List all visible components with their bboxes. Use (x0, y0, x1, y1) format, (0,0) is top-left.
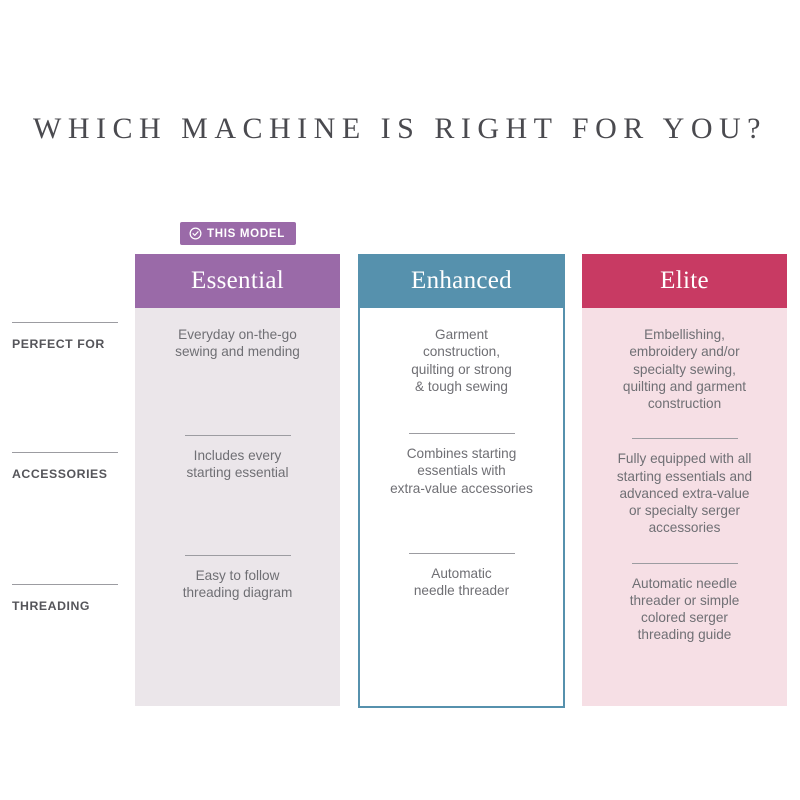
cell-text: Automatic needle threader or simple colo… (629, 575, 740, 643)
cell-essential-perfect-for: Everyday on-the-go sewing and mending (145, 308, 330, 361)
cell-enhanced-perfect-for: Garment construction, quilting or strong… (370, 308, 553, 395)
column-header-elite: Elite (582, 254, 787, 308)
row-label-text: THREADING (12, 599, 91, 613)
cell-text: Includes every starting essential (186, 447, 289, 480)
column-title: Elite (660, 267, 709, 294)
cell-divider (408, 552, 515, 554)
column-header-essential: Essential (135, 254, 340, 308)
cell-text: Embellishing, embroidery and/or specialt… (622, 327, 747, 411)
row-label-divider (12, 452, 118, 453)
cell-divider (184, 434, 291, 436)
cell-elite-perfect-for: Embellishing, embroidery and/or specialt… (592, 308, 777, 412)
cell-divider (408, 433, 515, 434)
cell-text: Automatic needle threader (413, 565, 510, 598)
column-header-enhanced: Enhanced (358, 254, 565, 308)
row-label-rail: PERFECT FOR ACCESSORIES THREADING (0, 254, 135, 706)
cell-text: Garment construction, quilting or strong… (411, 327, 512, 394)
cell-divider (631, 438, 738, 440)
this-model-badge-label: THIS MODEL (207, 227, 285, 240)
column-body-essential: Everyday on-the-go sewing and mending In… (135, 308, 340, 602)
cell-enhanced-accessories: Combines starting essentials with extra-… (370, 395, 553, 497)
cell-essential-threading: Easy to follow threading diagram (145, 481, 330, 602)
column-title: Enhanced (411, 267, 512, 294)
check-circle-icon (189, 227, 202, 240)
row-label-text: ACCESSORIES (12, 467, 108, 481)
row-label-text: PERFECT FOR (12, 337, 105, 351)
cell-text: Fully equipped with all starting essenti… (616, 451, 753, 536)
cell-divider (631, 562, 738, 564)
row-label-divider (12, 322, 118, 323)
column-body-enhanced: Garment construction, quilting or strong… (360, 308, 563, 599)
page-title: WHICH MACHINE IS RIGHT FOR YOU? (33, 112, 767, 145)
cell-text: Easy to follow threading diagram (182, 568, 293, 601)
column-enhanced[interactable]: Enhanced Garment construction, quilting … (358, 254, 565, 708)
column-elite[interactable]: Elite Embellishing, embroidery and/or sp… (582, 254, 787, 706)
row-label-threading: THREADING (12, 584, 130, 613)
cell-text: Combines starting essentials with extra-… (390, 446, 533, 496)
cell-elite-threading: Automatic needle threader or simple colo… (592, 537, 777, 644)
column-essential[interactable]: Essential Everyday on-the-go sewing and … (135, 254, 340, 706)
this-model-badge-row: THIS MODEL (135, 218, 340, 246)
comparison-table: THIS MODEL PERFECT FOR ACCESSORIES THREA… (0, 218, 800, 708)
column-body-elite: Embellishing, embroidery and/or specialt… (582, 308, 787, 644)
row-label-accessories: ACCESSORIES (12, 452, 130, 481)
cell-enhanced-threading: Automatic needle threader (370, 497, 553, 600)
row-label-divider (12, 584, 118, 585)
row-label-perfect-for: PERFECT FOR (12, 322, 130, 351)
cell-elite-accessories: Fully equipped with all starting essenti… (592, 412, 777, 536)
this-model-badge: THIS MODEL (180, 222, 296, 245)
column-title: Essential (191, 267, 284, 294)
cell-essential-accessories: Includes every starting essential (145, 361, 330, 482)
cell-text: Everyday on-the-go sewing and mending (175, 327, 300, 360)
cell-divider (184, 555, 291, 556)
